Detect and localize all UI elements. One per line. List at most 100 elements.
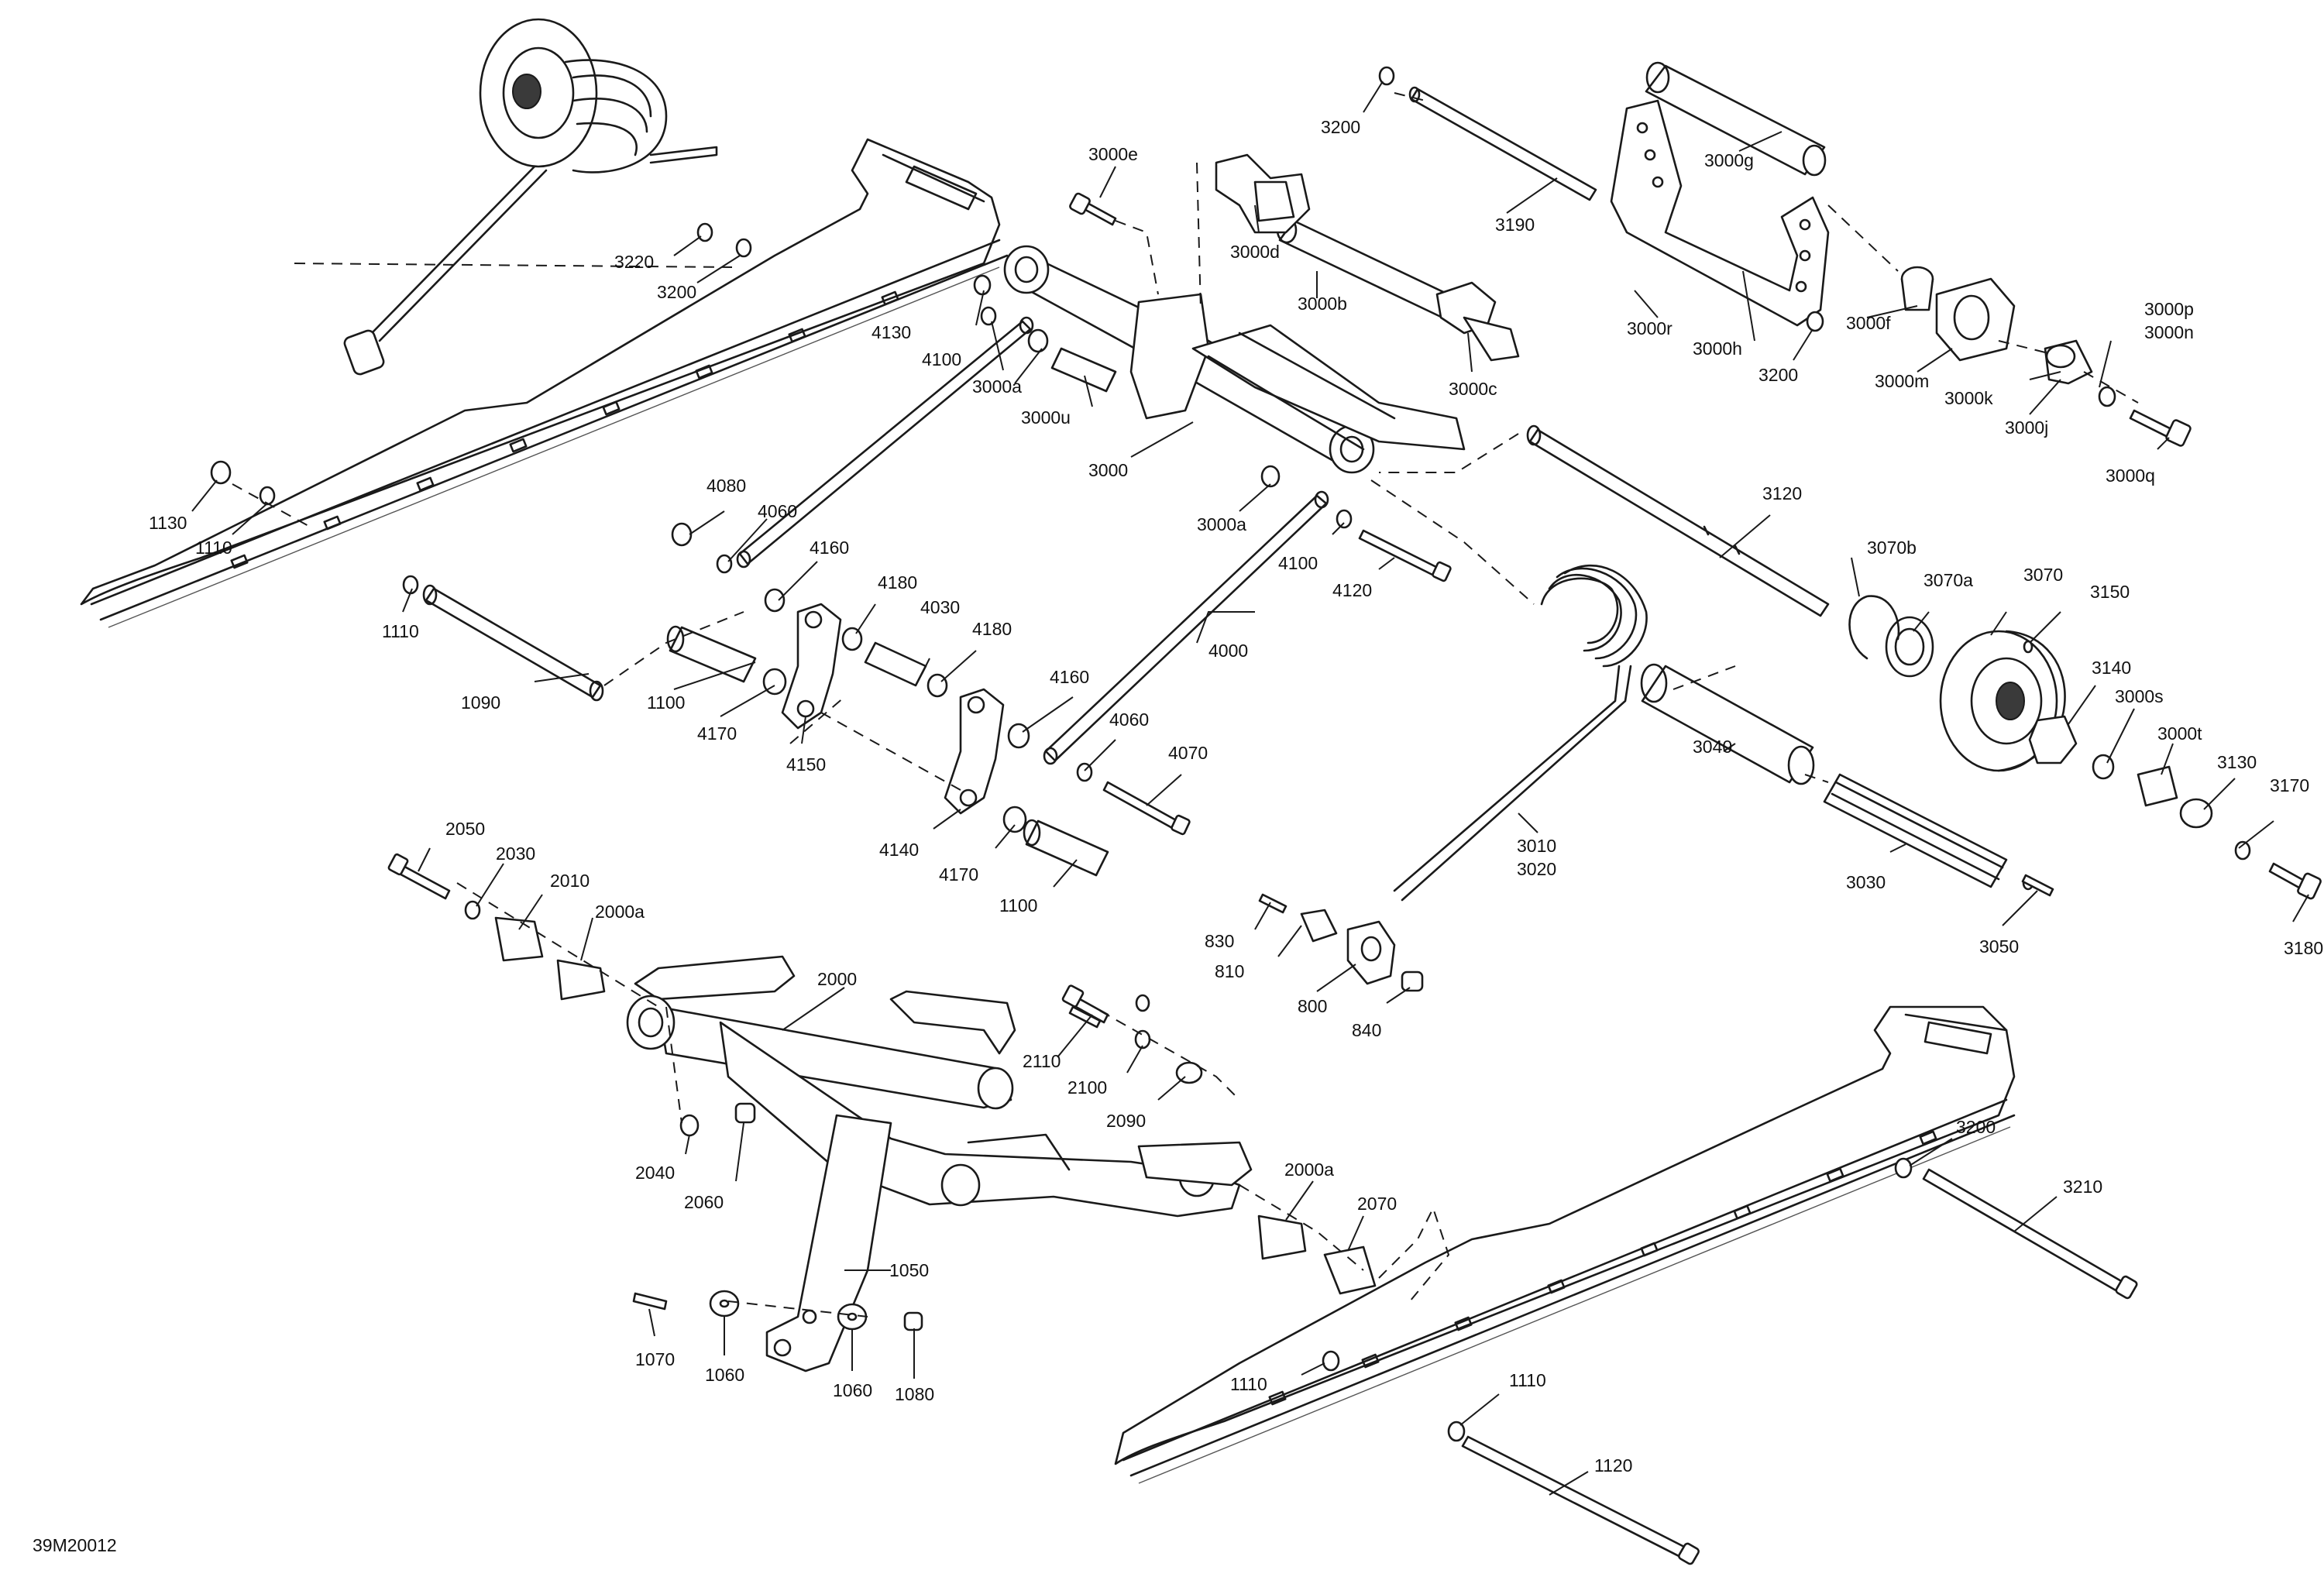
callout-4060-b: 4060 bbox=[1109, 709, 1149, 730]
bolt-2110 bbox=[1061, 984, 1109, 1024]
callout-4070: 4070 bbox=[1168, 743, 1208, 763]
link-rod-4000-upper bbox=[736, 316, 1034, 569]
rod-1120 bbox=[1461, 1435, 1700, 1565]
callout-2000a-b: 2000a bbox=[1284, 1159, 1334, 1180]
callout-1110-b: 1110 bbox=[382, 621, 419, 641]
callout-3220: 3220 bbox=[614, 252, 654, 272]
callout-3010: 3010 bbox=[1517, 836, 1556, 856]
bushings-2000a bbox=[494, 916, 1377, 1295]
bushing-3000f bbox=[1900, 266, 1934, 311]
left-slide-rail bbox=[80, 138, 1009, 628]
callout-2010: 2010 bbox=[550, 871, 590, 891]
leader-lines bbox=[191, 81, 2309, 1496]
callout-1060: 1060 bbox=[705, 1365, 744, 1385]
callout-4130: 4130 bbox=[871, 322, 911, 342]
callout-3070: 3070 bbox=[2023, 565, 2063, 585]
callout-1090: 1090 bbox=[461, 692, 500, 713]
tube-1100-b bbox=[1023, 819, 1109, 877]
spacer-3000t bbox=[2137, 765, 2178, 807]
callout-2100: 2100 bbox=[1067, 1077, 1107, 1098]
hardware-washers bbox=[210, 66, 2251, 1442]
callout-3040: 3040 bbox=[1693, 737, 1732, 757]
callout-3190: 3190 bbox=[1495, 215, 1535, 235]
callout-4100-b: 4100 bbox=[1278, 553, 1318, 573]
bearing-3070a bbox=[1885, 616, 1934, 678]
callout-3030: 3030 bbox=[1846, 872, 1886, 892]
link-1050 bbox=[765, 1114, 892, 1372]
callout-2040: 2040 bbox=[635, 1163, 675, 1183]
bolt-3000q bbox=[2129, 409, 2192, 447]
callout-800: 800 bbox=[1298, 996, 1327, 1016]
callout-3000m: 3000m bbox=[1875, 371, 1929, 391]
front-arm-2000 bbox=[626, 955, 1253, 1218]
bushing-3000j bbox=[2044, 339, 2093, 385]
callout-3050: 3050 bbox=[1979, 936, 2019, 957]
callout-4120: 4120 bbox=[1332, 580, 1372, 600]
callout-1060-b: 1060 bbox=[833, 1380, 872, 1400]
callout-3000d: 3000d bbox=[1230, 242, 1280, 262]
callout-4180-b: 4180 bbox=[972, 619, 1012, 639]
callout-3000u: 3000u bbox=[1021, 407, 1071, 428]
callout-1050: 1050 bbox=[889, 1260, 929, 1280]
callout-830: 830 bbox=[1205, 931, 1234, 951]
callout-3000j: 3000j bbox=[2005, 417, 2048, 438]
callout-3210: 3210 bbox=[2063, 1177, 2102, 1197]
callout-3200: 3200 bbox=[1321, 117, 1360, 137]
callout-3130: 3130 bbox=[2217, 752, 2257, 772]
shaft-3120 bbox=[1526, 424, 1830, 617]
callout-3200-b: 3200 bbox=[1758, 365, 1798, 385]
callout-2110: 2110 bbox=[1023, 1051, 1061, 1071]
callout-1110: 1110 bbox=[195, 538, 232, 558]
callout-3140: 3140 bbox=[2092, 658, 2131, 678]
callout-810: 810 bbox=[1215, 961, 1244, 981]
callout-3020: 3020 bbox=[1517, 859, 1556, 879]
washer-2040 bbox=[679, 1114, 700, 1137]
nut-2060 bbox=[734, 1102, 756, 1124]
spacer-3140 bbox=[2028, 715, 2078, 764]
idler-wheel-3070 bbox=[1939, 630, 2066, 772]
callout-3000h: 3000h bbox=[1693, 338, 1742, 359]
housing-3000m bbox=[1935, 277, 2016, 362]
callout-2070: 2070 bbox=[1357, 1194, 1397, 1214]
spacer-3030 bbox=[1823, 773, 2008, 888]
callout-3000f: 3000f bbox=[1846, 313, 1891, 333]
callout-3000p: 3000p bbox=[2144, 299, 2194, 319]
rod-3210 bbox=[1922, 1168, 2138, 1300]
callout-1100-b: 1100 bbox=[999, 895, 1037, 916]
callout-3000s: 3000s bbox=[2115, 686, 2164, 706]
bolt-4070 bbox=[1102, 781, 1191, 836]
link-rod-4000-lower bbox=[1043, 490, 1329, 765]
housing-3000d bbox=[1215, 153, 1311, 234]
assembly-centerlines bbox=[232, 92, 2139, 1317]
callout-3000a-b: 3000a bbox=[1197, 514, 1246, 534]
housing-3000c bbox=[1435, 281, 1520, 362]
callout-4100: 4100 bbox=[922, 349, 961, 369]
callout-2050: 2050 bbox=[445, 819, 485, 839]
callout-3000: 3000 bbox=[1088, 460, 1128, 480]
callout-labels: 3200 3190 3000g 3000e 3000d 3000b 3000c … bbox=[149, 117, 2323, 1476]
callout-3070a: 3070a bbox=[1923, 570, 1973, 590]
callout-1110-c: 1110 bbox=[1230, 1374, 1267, 1394]
callout-1100: 1100 bbox=[647, 692, 685, 713]
callout-4140: 4140 bbox=[879, 840, 919, 860]
callout-3000a: 3000a bbox=[972, 376, 1022, 397]
pivot-4150 bbox=[781, 603, 842, 730]
tube-3000g bbox=[1645, 61, 1827, 177]
circlip-3070b bbox=[1848, 595, 1900, 660]
callout-3170: 3170 bbox=[2270, 775, 2309, 795]
shaft-1090 bbox=[422, 584, 604, 702]
callout-3000b: 3000b bbox=[1298, 294, 1347, 314]
callout-2000a: 2000a bbox=[595, 902, 645, 922]
callout-1120: 1120 bbox=[1594, 1455, 1632, 1476]
callout-1070: 1070 bbox=[635, 1349, 675, 1369]
callout-3000c: 3000c bbox=[1449, 379, 1497, 399]
callout-4160: 4160 bbox=[810, 538, 849, 558]
bolt-3000e bbox=[1069, 192, 1117, 226]
callout-3070b: 3070b bbox=[1867, 538, 1917, 558]
callout-3000e: 3000e bbox=[1088, 144, 1138, 164]
callout-2090: 2090 bbox=[1106, 1111, 1146, 1131]
bracket-3000h bbox=[1610, 99, 1830, 327]
callout-4000: 4000 bbox=[1208, 641, 1248, 661]
callout-3000k: 3000k bbox=[1944, 388, 1993, 408]
callout-1110-d: 1110 bbox=[1509, 1370, 1546, 1390]
